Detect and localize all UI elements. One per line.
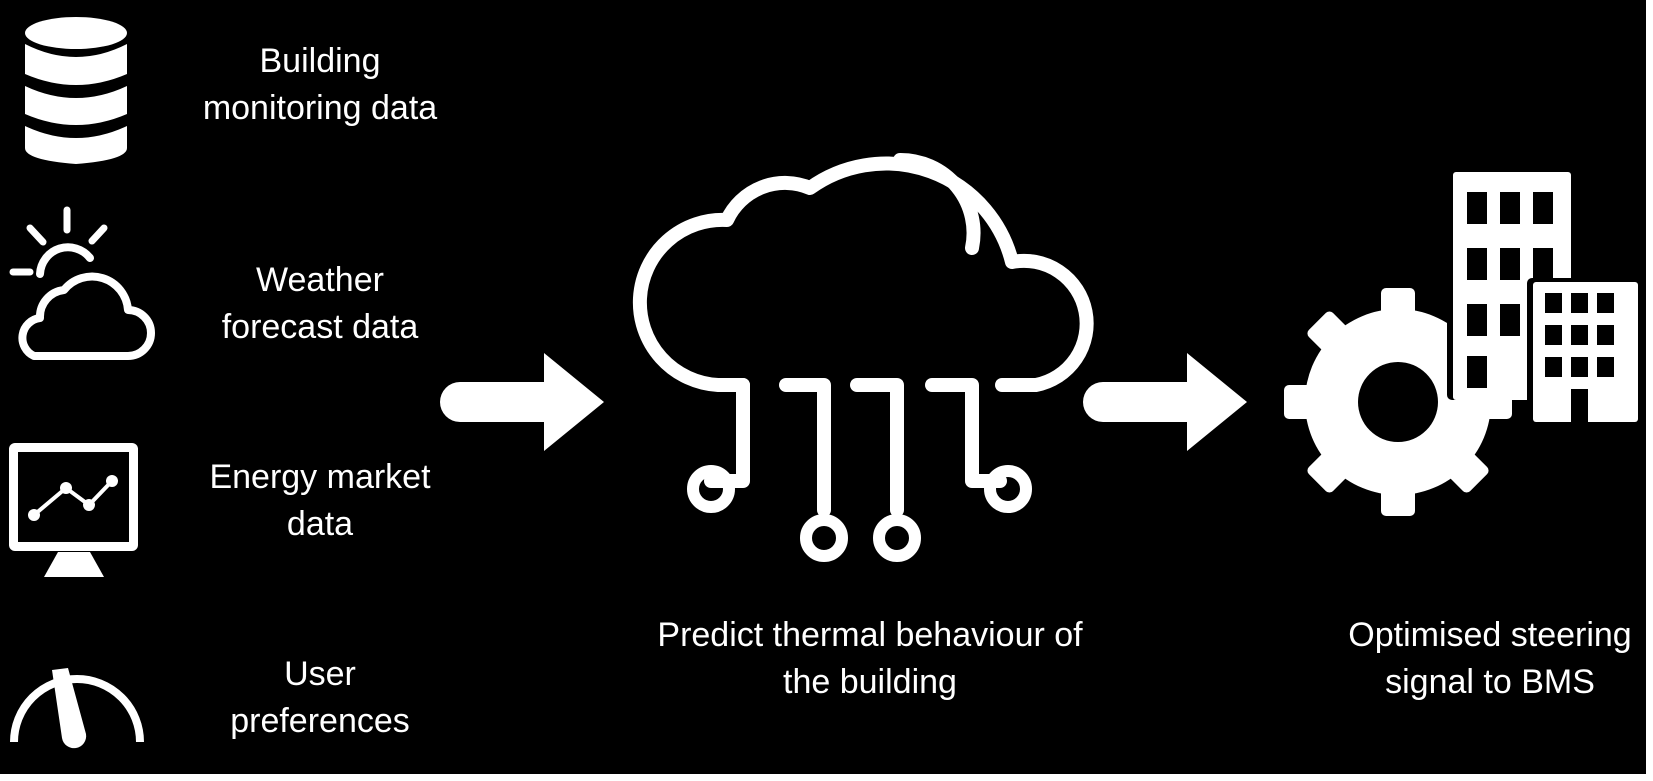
input-label-building-monitoring: Building monitoring data xyxy=(190,38,450,132)
weather-icon xyxy=(9,206,155,360)
process-label: Predict thermal behaviour of the buildin… xyxy=(620,612,1120,706)
cloud-circuit-icon xyxy=(632,152,1094,562)
arrow-right-icon xyxy=(440,353,604,451)
small-building-icon xyxy=(1527,278,1640,428)
label-line: Weather xyxy=(256,261,384,299)
label-line: signal to BMS xyxy=(1385,663,1595,701)
label-line: User xyxy=(284,655,356,693)
label-line: Building xyxy=(259,42,381,80)
monitor-chart-icon xyxy=(9,443,138,577)
label-line: data xyxy=(286,505,354,543)
label-line: Optimised steering xyxy=(1348,616,1632,654)
database-icon xyxy=(25,17,127,164)
input-label-energy-market: Energy market data xyxy=(190,454,450,548)
label-line: Predict thermal behaviour of xyxy=(657,616,1083,654)
input-label-weather-forecast: Weather forecast data xyxy=(190,257,450,351)
gauge-icon xyxy=(10,668,144,749)
arrow-right-icon xyxy=(1083,353,1247,451)
label-line: forecast data xyxy=(221,308,419,346)
label-line: monitoring data xyxy=(202,89,438,127)
gear-buildings-icon xyxy=(1284,168,1640,516)
input-label-user-preferences: User preferences xyxy=(190,651,450,745)
output-label: Optimised steering signal to BMS xyxy=(1330,612,1646,706)
label-line: the building xyxy=(783,663,957,701)
label-line: preferences xyxy=(230,702,410,740)
label-line: Energy market xyxy=(209,458,431,496)
